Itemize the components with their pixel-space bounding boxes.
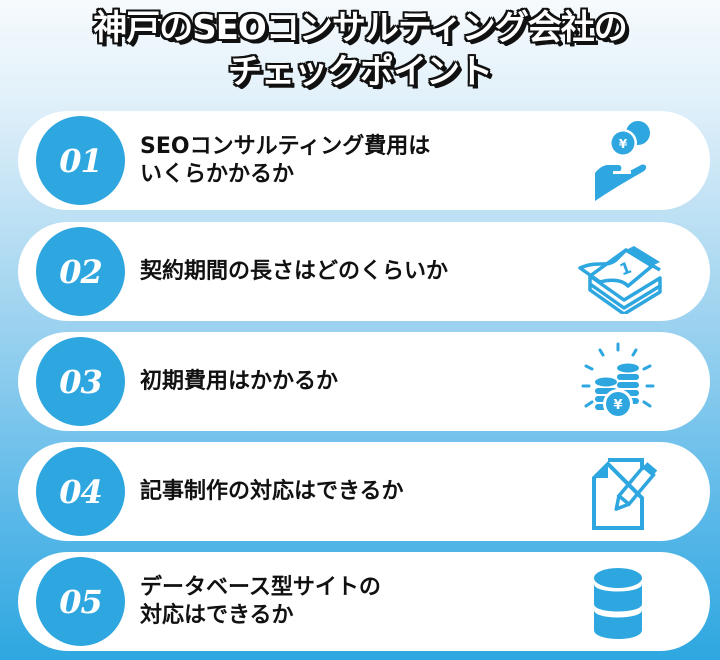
checkpoint-item-01: 01 SEOコンサルティング費用は いくらかかるか ¥ [18, 111, 710, 210]
checkpoint-item-02: 02 契約期間の長さはどのくらいか 1 [18, 222, 710, 321]
hand-yen-coin-icon: ¥ [568, 119, 668, 203]
label-line-2: 対応はできるか [140, 602, 294, 628]
number-text: 01 [59, 141, 103, 180]
number-badge: 04 [36, 447, 125, 536]
number-badge: 03 [36, 337, 125, 426]
title-line-1: 神戸のSEOコンサルティング会社の [93, 8, 628, 48]
number-text: 05 [59, 582, 103, 621]
number-badge: 02 [36, 227, 125, 316]
label-line-1: 契約期間の長さはどのくらいか [140, 258, 449, 284]
label-line-1: 初期費用はかかるか [140, 368, 339, 394]
checkpoint-item-03: 03 初期費用はかかるか [18, 332, 710, 431]
number-text: 03 [59, 362, 103, 401]
svg-text:¥: ¥ [619, 137, 628, 151]
checkpoint-label: データベース型サイトの 対応はできるか [140, 552, 560, 651]
number-badge: 01 [36, 116, 125, 205]
document-pencil-icon [568, 450, 668, 534]
checkpoint-item-05: 05 データベース型サイトの 対応はできるか [18, 552, 710, 651]
number-badge: 05 [36, 557, 125, 646]
checkpoint-item-04: 04 記事制作の対応はできるか [18, 442, 710, 541]
label-line-1: SEOコンサルティング費用は [140, 133, 431, 159]
svg-text:¥: ¥ [613, 398, 622, 413]
number-text: 04 [59, 472, 103, 511]
title-line-2: チェックポイント [228, 52, 493, 92]
svg-text:1: 1 [617, 258, 634, 280]
calendar-icon: 1 [568, 230, 668, 316]
label-line-1: データベース型サイトの [140, 574, 381, 600]
coin-stacks-yen-icon: ¥ [568, 340, 668, 424]
checkpoint-label: 初期費用はかかるか [140, 332, 560, 431]
label-line-1: 記事制作の対応はできるか [140, 478, 404, 504]
label-line-2: いくらかかるか [140, 161, 295, 187]
database-icon [568, 560, 668, 644]
checkpoint-label: 契約期間の長さはどのくらいか [140, 222, 560, 321]
checkpoint-label: SEOコンサルティング費用は いくらかかるか [140, 111, 560, 210]
page-title: 神戸のSEOコンサルティング会社の チェックポイント [0, 6, 720, 94]
number-text: 02 [59, 252, 103, 291]
checkpoint-label: 記事制作の対応はできるか [140, 442, 560, 541]
